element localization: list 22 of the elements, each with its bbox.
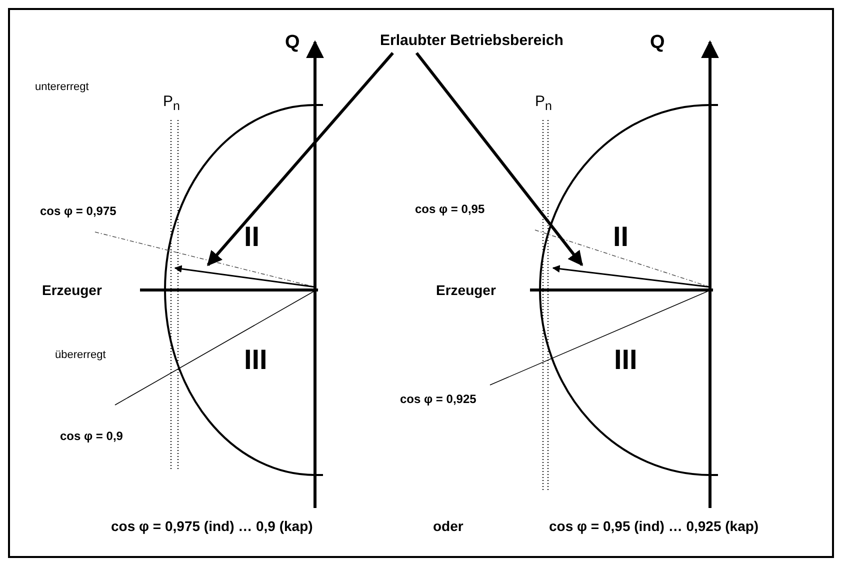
axis-label: Erzeuger xyxy=(436,283,496,298)
region-label: übererregt xyxy=(55,349,106,362)
callout-text: Erlaubter Betriebsbereich xyxy=(380,33,564,50)
axis-label: Erzeuger xyxy=(42,283,102,298)
range-text: cos φ = 0,95 (ind) … 0,925 (kap) xyxy=(549,519,759,534)
power-factor-label: cos φ = 0,925 xyxy=(400,393,476,406)
axis-label: Q xyxy=(650,33,665,54)
power-factor-label: cos φ = 0,975 xyxy=(40,205,116,218)
quadrant-number: III xyxy=(614,345,638,376)
power-factor-label: cos φ = 0,95 xyxy=(415,203,485,216)
axis-label: P$_{n}$ xyxy=(535,94,552,114)
quadrant-number: II xyxy=(613,222,629,253)
range-text: cos φ = 0,975 (ind) … 0,9 (kap) xyxy=(111,519,313,534)
arrow xyxy=(415,52,584,266)
quadrant-number: III xyxy=(244,345,268,376)
arrow xyxy=(206,52,394,266)
conjunction-text: oder xyxy=(433,519,464,534)
power-factor-label: cos φ = 0,9 xyxy=(60,430,123,444)
region-label: untererregt xyxy=(35,81,89,94)
quadrant-number: II xyxy=(244,222,260,253)
axis-label: P$_{n}$ xyxy=(163,94,180,114)
axis-label: Q xyxy=(285,33,300,54)
